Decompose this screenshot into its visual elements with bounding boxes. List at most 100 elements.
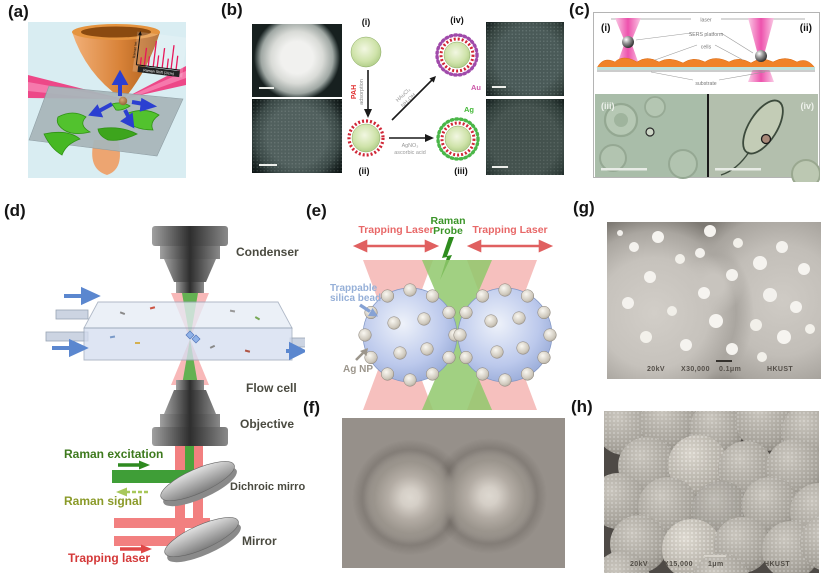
- reagent-ag-1: AgNO₃: [402, 143, 419, 149]
- raman-signal-label: Raman signal: [64, 494, 142, 508]
- pah-coat: [439, 37, 475, 73]
- step-iii-label: (iii): [454, 166, 468, 176]
- panel-d-label: (d): [4, 201, 26, 220]
- arrow-au: [391, 79, 433, 121]
- sem-sphere: [604, 551, 650, 573]
- sem-institution: HKUST: [764, 561, 791, 568]
- step-i-label: (i): [362, 17, 371, 27]
- sem-scale-label: 1μm: [708, 561, 724, 568]
- panel-e-label: (e): [306, 201, 327, 220]
- reagent-ag-2: ascorbic acid: [394, 150, 425, 156]
- bead-pointer-arrow: [359, 303, 371, 313]
- scale-bar: [259, 164, 277, 166]
- trappable-bead-label-1: Trappable: [330, 283, 378, 294]
- trapping-laser-label: Trapping laser: [68, 551, 150, 565]
- medium-layer: [597, 67, 815, 70]
- flow-arrows: [52, 286, 305, 361]
- scale-bar: [715, 168, 761, 171]
- step-iv-label: (iv): [450, 15, 464, 25]
- silica-bead-right: [457, 287, 553, 383]
- sem-image-b-bottom-left: [252, 99, 342, 173]
- sem-scale-bar: [716, 359, 732, 362]
- sem-magnification: X30,000: [681, 366, 710, 373]
- scale-bar: [492, 166, 508, 168]
- au-np-shell: [435, 33, 479, 77]
- arrow-pah-head: [364, 109, 372, 118]
- sub-ii-label: (ii): [800, 23, 812, 34]
- annotation-cells: cells: [701, 45, 712, 51]
- sem-sphere: [800, 515, 819, 571]
- panel-c-cell-scheme: laser SERS platform cells substrate (i) …: [593, 12, 820, 182]
- scale-bar: [259, 87, 274, 89]
- step-ii-label: (ii): [359, 166, 370, 176]
- objective-label: Objective: [240, 417, 294, 431]
- sub-iii-label: (iii): [601, 101, 615, 111]
- inset-xlabel: Raman Shift (1/cm): [143, 68, 174, 76]
- microbes: [109, 306, 261, 353]
- annotation-lines: [635, 32, 766, 81]
- sem-image-b-top-right: [486, 22, 564, 96]
- pah-coat: [440, 121, 476, 157]
- panel-h-sem-image: 20kV X15,000 1μm HKUST: [604, 411, 819, 573]
- sers-bead-left: [622, 36, 634, 48]
- trapped-particle: [118, 96, 128, 106]
- bead-pah: [351, 123, 381, 153]
- objective: [152, 380, 228, 446]
- mirror-label: Mirror: [242, 534, 277, 548]
- ag-np-label: Ag NP: [343, 364, 373, 375]
- raman-excitation-label: Raman excitation: [64, 447, 163, 461]
- sem-magnification: X15,000: [664, 561, 693, 568]
- trapped-bead: [760, 133, 772, 145]
- mirror: [164, 517, 241, 563]
- au-reagents: HAuCl₄ NH₂OH: [395, 87, 417, 109]
- sem-sphere: [692, 553, 750, 573]
- bead-plain: [350, 36, 382, 68]
- panel-f-micrograph: [342, 418, 565, 568]
- condenser-label: Condenser: [236, 245, 299, 259]
- inset-ylabel: Raman Int.: [132, 41, 138, 59]
- panel-h-label: (h): [571, 397, 593, 416]
- panel-b-label: (b): [221, 0, 243, 19]
- micrograph-iv: [709, 94, 820, 182]
- micrograph-divider: [707, 94, 709, 177]
- sem-voltage: 20kV: [647, 366, 665, 373]
- dichroic-mirror-label: Dichroic mirror: [230, 481, 305, 493]
- nanoparticle-dots: [617, 230, 623, 236]
- micrograph-iii: [595, 94, 707, 179]
- reagent-pah-step: adsorption: [359, 79, 365, 105]
- raman-probe-label-2: Probe: [433, 225, 463, 237]
- panel-a-trap-scheme: Raman Shift (1/cm) Raman Int.: [28, 22, 186, 178]
- annotation-substrate: substrate: [695, 81, 716, 87]
- flow-cell: [45, 301, 305, 361]
- sem-scale-label: 0.1μm: [719, 366, 742, 373]
- ag-nanoparticles: [358, 283, 557, 387]
- dichroic-mirror: [160, 461, 237, 507]
- sem-image-b-bottom-right: [486, 99, 564, 175]
- bead-au: [443, 41, 471, 69]
- panel-e-dual-trap-scheme: Trapping Laser Trapping Laser Raman Prob…: [330, 215, 557, 410]
- panel-g-sem-image: 20kV X30,000 0.1μm HKUST: [607, 222, 821, 379]
- panel-a-label: (a): [8, 2, 29, 21]
- panel-g-label: (g): [573, 198, 595, 217]
- sem-institution: HKUST: [767, 366, 794, 373]
- scale-bar: [601, 168, 647, 171]
- trapping-laser-arrows: [352, 239, 554, 253]
- trapped-beads: [185, 330, 201, 344]
- sub-iv-label: (iv): [801, 101, 815, 111]
- product-ag: Ag: [464, 105, 474, 114]
- force-arrows: [88, 69, 158, 129]
- arrow-ag-head: [425, 134, 434, 142]
- condenser: [152, 226, 228, 293]
- panel-f-label: (f): [303, 398, 320, 417]
- ag-np-shell: [436, 117, 480, 161]
- raman-spectrum-inset: Raman Shift (1/cm) Raman Int.: [132, 31, 186, 78]
- panel-b-synthesis-scheme: (i) PAH adsorption (ii) HAuCl₄ NH₂OH (iv…: [347, 15, 481, 176]
- agnp-pointer-arrow: [355, 352, 364, 361]
- scale-bar: [492, 86, 506, 88]
- sem-voltage: 20kV: [630, 561, 648, 568]
- spectrum-peaks: [139, 40, 179, 70]
- bead-ag: [444, 125, 472, 153]
- pah-coat: [347, 119, 385, 157]
- trappable-bead-label-2: silica bead: [330, 293, 381, 304]
